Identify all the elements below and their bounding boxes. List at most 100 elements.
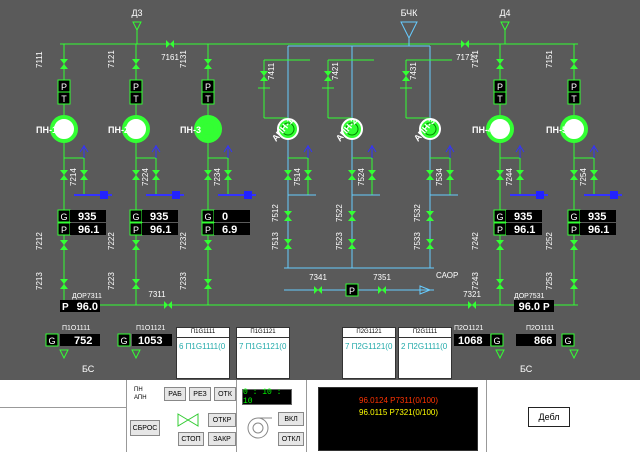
- valve-7121-label: 7121: [107, 50, 116, 68]
- bs-right1-box: [454, 334, 490, 346]
- pump-5-motor-icon[interactable]: [560, 115, 588, 143]
- pump-1-motor-icon[interactable]: [50, 115, 78, 143]
- pump-5-p-box: [580, 223, 616, 235]
- pump-3-t-indicator: [201, 91, 215, 105]
- reset-button[interactable]: СБРОС: [130, 420, 160, 436]
- valve-7214[interactable]: [80, 170, 88, 180]
- valve-7244[interactable]: [516, 170, 524, 180]
- event-log-line: 96.0115 P7321(0/100): [359, 408, 439, 417]
- pump-1-t-indicator: [57, 91, 71, 105]
- valve-7254[interactable]: [590, 170, 598, 180]
- valve-7252[interactable]: [570, 240, 578, 250]
- bs-left-g: G: [48, 336, 55, 346]
- valve-7141[interactable]: [496, 59, 504, 69]
- source-bchk-label: БЧК: [401, 8, 419, 18]
- stop-button[interactable]: СТОП: [178, 432, 204, 446]
- valve-7512-label: 7512: [271, 204, 280, 222]
- valve-7523[interactable]: [348, 239, 356, 249]
- source-bchk-tank-icon: [400, 21, 418, 40]
- valve-7244-a[interactable]: [496, 170, 504, 180]
- valve-7254-a[interactable]: [570, 170, 578, 180]
- pump-1-p-box: [70, 223, 106, 235]
- open-button[interactable]: ОТКР: [208, 413, 236, 427]
- svg-text:P: P: [205, 225, 211, 235]
- valve-7213[interactable]: [60, 279, 68, 289]
- close-button[interactable]: ЗАКР: [208, 432, 236, 446]
- bs-left-value: 752: [74, 335, 92, 347]
- pump-3-name: ПН-3: [180, 125, 201, 135]
- valve-7223[interactable]: [132, 279, 140, 289]
- svg-text:P: P: [133, 82, 139, 92]
- valve-7534[interactable]: [446, 170, 454, 180]
- valve-7522[interactable]: [348, 211, 356, 221]
- pump-4-p-box: [506, 223, 542, 235]
- valve-7171[interactable]: [461, 40, 469, 48]
- valve-7431-label: 7431: [409, 62, 418, 80]
- pump-4-g-box: [506, 210, 542, 222]
- valve-7512[interactable]: [284, 211, 292, 221]
- valve-7234-label: 7234: [213, 168, 222, 186]
- pump-2-motor-icon[interactable]: [122, 115, 150, 143]
- valve-7421-label: 7421: [331, 62, 340, 80]
- valve-7514-label: 7514: [293, 168, 302, 186]
- valve-7234-a[interactable]: [204, 170, 212, 180]
- pump-4-motor-icon[interactable]: [486, 115, 514, 143]
- valve-7534-a[interactable]: [426, 170, 434, 180]
- on-button[interactable]: ВКЛ: [278, 412, 304, 426]
- valve-7234[interactable]: [224, 170, 232, 180]
- valve-7224-label: 7224: [141, 168, 150, 186]
- valve-7533[interactable]: [426, 239, 434, 249]
- valve-7131[interactable]: [204, 59, 212, 69]
- valve-7351[interactable]: [378, 286, 386, 294]
- valve-7321[interactable]: [468, 301, 476, 309]
- pump-1-g-value: 935: [78, 211, 96, 223]
- pump-5-p-value: 96.1: [588, 224, 609, 236]
- mode-rab-button[interactable]: РАБ: [164, 387, 186, 401]
- valve-7311[interactable]: [164, 301, 172, 309]
- valve-7212-label: 7212: [35, 232, 44, 250]
- valve-7233[interactable]: [204, 279, 212, 289]
- valve-7151[interactable]: [570, 59, 578, 69]
- pump-2-p-value: 96.1: [150, 224, 171, 236]
- valve-7514[interactable]: [304, 170, 312, 180]
- valve-7212[interactable]: [60, 240, 68, 250]
- valve-7243[interactable]: [496, 279, 504, 289]
- valve-7513[interactable]: [284, 239, 292, 249]
- valve-7224-a[interactable]: [132, 170, 140, 180]
- unblock-button[interactable]: Дебл: [528, 407, 570, 427]
- dor-right-p: P: [543, 302, 550, 313]
- valve-7524-a[interactable]: [348, 170, 356, 180]
- trend-window-3-series: 7 П2G1121(0: [345, 342, 393, 351]
- valve-7214-a[interactable]: [60, 170, 68, 180]
- bs-right2-label: БС: [520, 364, 533, 374]
- valve-7232[interactable]: [204, 240, 212, 250]
- valve-7514-a[interactable]: [284, 170, 292, 180]
- bs-right2-g: G: [564, 336, 571, 346]
- pump-2-g-box: [142, 210, 178, 222]
- off-button[interactable]: ОТКЛ: [278, 432, 304, 446]
- pump-2-name: ПН-2: [108, 125, 129, 135]
- valve-7131-label: 7131: [179, 50, 188, 68]
- valve-7253[interactable]: [570, 279, 578, 289]
- valve-7532[interactable]: [426, 211, 434, 221]
- valve-7524[interactable]: [368, 170, 376, 180]
- valve-7121[interactable]: [132, 59, 140, 69]
- valve-7411[interactable]: [260, 71, 268, 81]
- pump-2-g-value: 935: [150, 211, 168, 223]
- mode-rez-button[interactable]: РЕЗ: [189, 387, 211, 401]
- valve-7224[interactable]: [152, 170, 160, 180]
- control-panel: ПН АПН РАБ РЕЗ ОТК 0 : 10 : 10 СБРОС ОТК…: [0, 380, 640, 452]
- valve-7222[interactable]: [132, 240, 140, 250]
- valve-7111[interactable]: [60, 59, 68, 69]
- valve-7341[interactable]: [314, 286, 322, 294]
- valve-7421[interactable]: [324, 71, 332, 81]
- valve-7431[interactable]: [402, 71, 410, 81]
- mode-otk-button[interactable]: ОТК: [214, 387, 236, 401]
- valve-7161[interactable]: [166, 40, 174, 48]
- valve-7242[interactable]: [496, 240, 504, 250]
- pump-5-g-box: [580, 210, 616, 222]
